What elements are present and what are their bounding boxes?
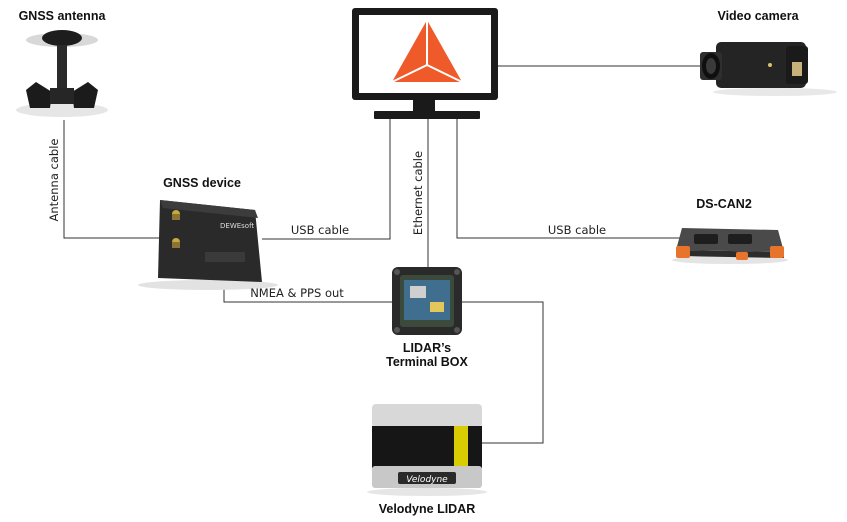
gnss-antenna-label: GNSS antenna (19, 9, 107, 23)
nmea-pps-label: NMEA & PPS out (250, 286, 344, 300)
gnss-device-label: GNSS device (163, 176, 241, 190)
connection-lines (63, 65, 700, 444)
usb-cable-left-line (262, 118, 391, 240)
ds-can2-label: DS-CAN2 (696, 197, 752, 211)
gnss-antenna-icon (16, 30, 108, 117)
gnss-device-icon: DEWEsoft (138, 200, 278, 290)
monitor-icon (352, 8, 498, 119)
usb-cable-right-line (456, 118, 680, 239)
velodyne-lidar-icon: Velodyne (367, 404, 487, 496)
lidar-brand: Velodyne (406, 475, 448, 485)
gnss-device-brand: DEWEsoft (220, 222, 254, 230)
antenna-cable-label: Antenna cable (47, 139, 61, 222)
usb-cable-right-label: USB cable (548, 223, 606, 237)
antenna-cable-line (63, 120, 165, 239)
video-camera-label: Video camera (717, 9, 799, 23)
terminal-box-label-line1: LIDAR’s (403, 341, 451, 355)
terminal-box-label-line2: Terminal BOX (386, 355, 468, 369)
usb-cable-left-label: USB cable (291, 223, 349, 237)
terminal-box-icon (392, 267, 462, 335)
ethernet-cable-label: Ethernet cable (411, 151, 425, 235)
video-camera-icon (700, 42, 837, 96)
ds-can2-icon (672, 228, 788, 264)
nmea-pps-line (223, 283, 544, 444)
velodyne-lidar-label: Velodyne LIDAR (379, 502, 476, 516)
